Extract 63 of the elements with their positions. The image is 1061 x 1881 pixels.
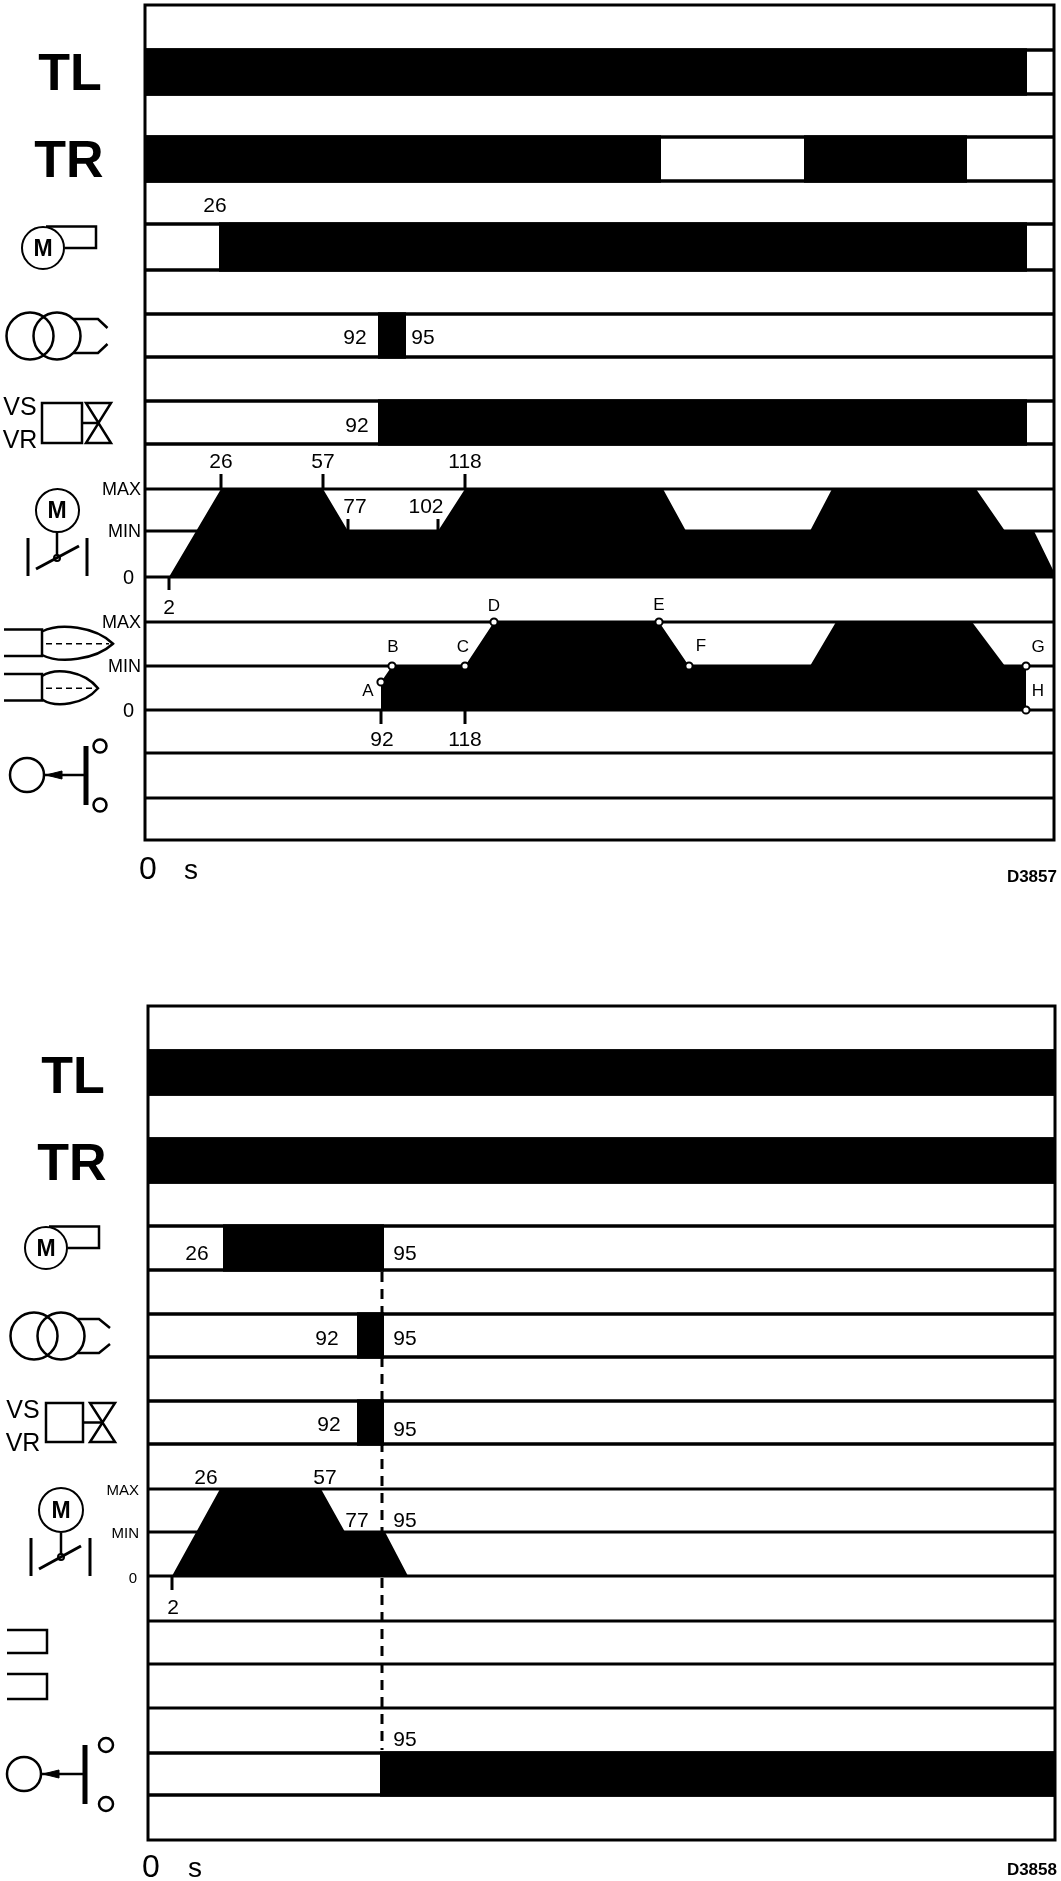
point-label: E	[653, 595, 665, 613]
time-label: 102	[408, 494, 444, 516]
unit-label: s	[188, 1854, 202, 1881]
row-label: TR	[34, 133, 104, 185]
time-label: 26	[185, 1241, 209, 1263]
time-label: 95	[393, 1326, 417, 1348]
time-label: 2	[163, 595, 175, 617]
time-label: 57	[311, 449, 335, 471]
point-label: B	[387, 637, 399, 655]
time-label: 92	[343, 325, 367, 347]
motor-circle	[21, 226, 65, 270]
figure-code: D3858	[1006, 1860, 1057, 1878]
time-label: 26	[194, 1465, 218, 1487]
row-label: TL	[41, 1049, 105, 1101]
time-label: 95	[393, 1727, 417, 1749]
level-label: MIN	[111, 1524, 139, 1540]
point-label: A	[362, 681, 374, 699]
motor-letter: M	[33, 236, 53, 260]
level-label: 0	[122, 700, 134, 720]
point-label: C	[456, 637, 470, 655]
time-label: 118	[448, 449, 482, 471]
time-origin-label: 0	[142, 1850, 160, 1881]
time-label: 92	[345, 413, 369, 435]
level-label: MAX	[102, 613, 141, 631]
time-label: 92	[315, 1326, 339, 1348]
motor-circle	[34, 487, 80, 533]
level-label: MAX	[102, 480, 141, 498]
time-label: 26	[203, 193, 227, 215]
level-label: MAX	[106, 1481, 139, 1497]
time-label: 95	[411, 325, 435, 347]
unit-label: s	[184, 856, 198, 884]
time-label: 77	[343, 494, 367, 516]
motor-circle	[24, 1226, 68, 1270]
motor-letter: M	[51, 1498, 71, 1522]
point-label: G	[1031, 637, 1045, 655]
motor-letter: M	[47, 498, 67, 522]
level-label: 0	[122, 567, 134, 587]
time-origin-label: 0	[139, 852, 157, 884]
valve-label: VR	[2, 426, 38, 452]
point-label: H	[1031, 681, 1045, 699]
motor-letter: M	[36, 1236, 56, 1260]
valve-label: VS	[3, 393, 37, 419]
point-label: D	[487, 596, 501, 614]
time-label: 118	[448, 727, 482, 749]
time-label: 26	[209, 449, 233, 471]
time-label: 95	[393, 1241, 417, 1263]
time-label: 92	[317, 1412, 341, 1434]
point-label: F	[695, 636, 707, 654]
level-label: 0	[128, 1569, 137, 1585]
time-label: 92	[370, 727, 394, 749]
time-label: 57	[313, 1465, 337, 1487]
figure-code: D3857	[1006, 867, 1057, 885]
valve-label: VS	[6, 1396, 40, 1422]
level-label: MIN	[108, 522, 141, 540]
time-label: 95	[393, 1417, 417, 1439]
valve-label: VR	[5, 1429, 41, 1455]
motor-circle	[38, 1487, 84, 1533]
time-label: 2	[167, 1595, 179, 1617]
level-label: MIN	[108, 657, 141, 675]
time-label: 95	[393, 1508, 417, 1530]
row-label: TL	[38, 46, 102, 98]
row-label: TR	[37, 1136, 107, 1188]
time-label: 77	[345, 1508, 369, 1530]
